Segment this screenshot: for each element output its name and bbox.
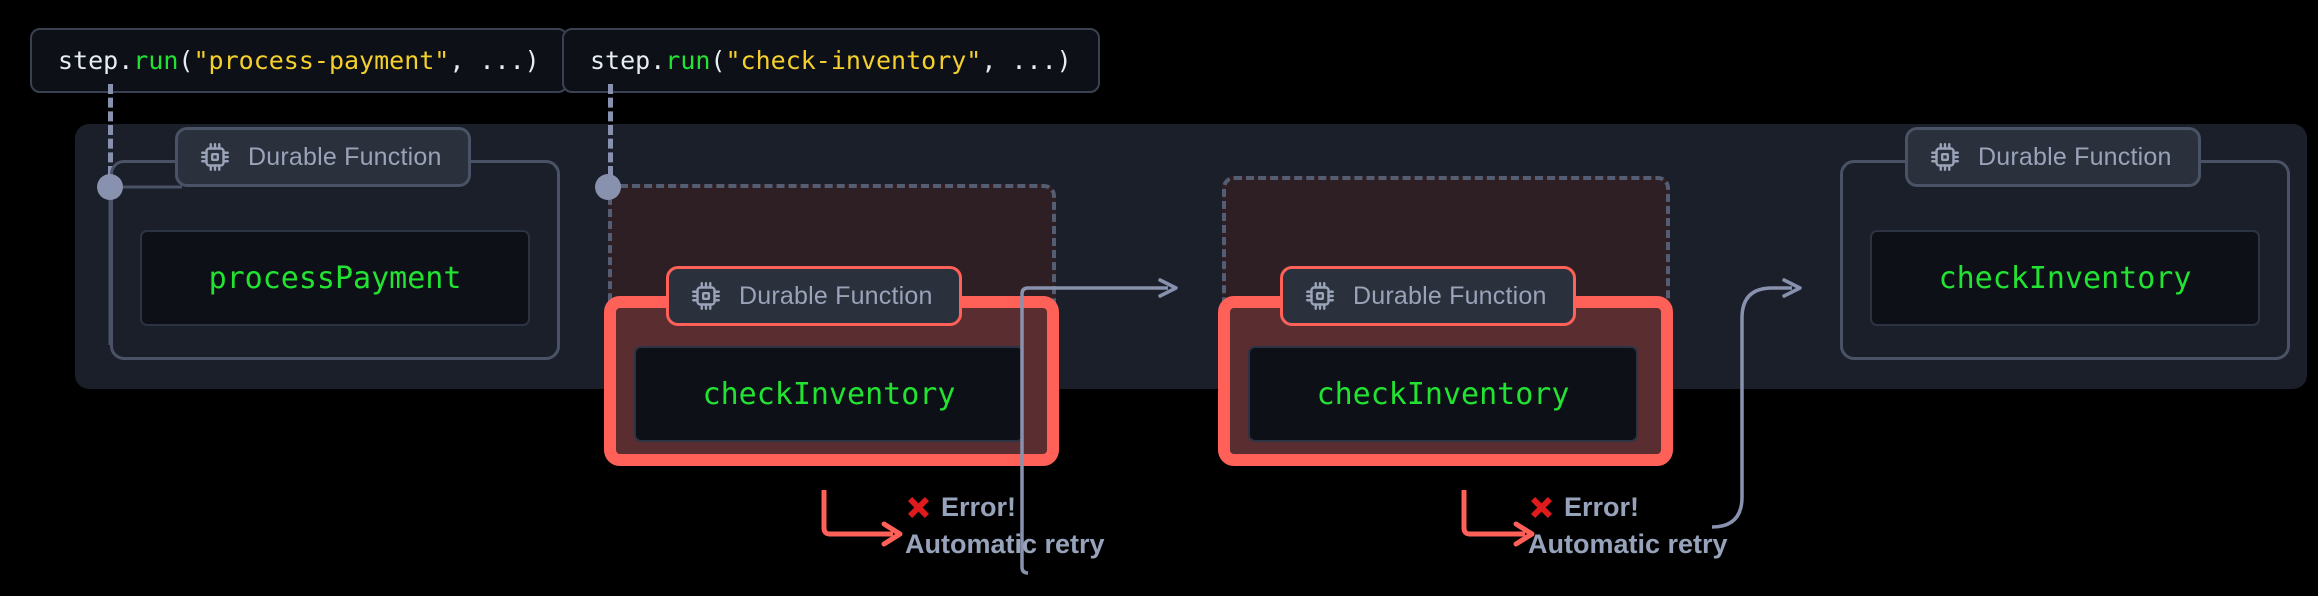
durable-function-tab-label: Durable Function bbox=[248, 142, 442, 171]
error-headline: Error! bbox=[905, 492, 1105, 523]
step-check-inventory-attempt-2[interactable]: Durable Function checkInventory bbox=[1218, 266, 1673, 466]
code-token: ( bbox=[710, 46, 726, 75]
step-check-inventory-success[interactable]: Durable Function checkInventory bbox=[1840, 127, 2290, 360]
code-token: ( bbox=[178, 46, 194, 75]
code-token: "check-inventory" bbox=[725, 46, 982, 75]
chip-icon bbox=[198, 140, 232, 174]
code-token: "process-payment" bbox=[193, 46, 450, 75]
retry-label: Automatic retry bbox=[905, 529, 1105, 559]
code-token: step. bbox=[590, 46, 666, 75]
callout-connector-1 bbox=[108, 84, 113, 176]
function-code-box: processPayment bbox=[140, 230, 530, 326]
error-x-icon bbox=[905, 494, 932, 521]
step-check-inventory-attempt-1[interactable]: Durable Function checkInventory bbox=[604, 266, 1059, 466]
durable-function-tab[interactable]: Durable Function bbox=[1905, 127, 2201, 187]
step-marker-dot-1 bbox=[97, 174, 123, 200]
code-token: run bbox=[133, 46, 179, 75]
function-code-box: checkInventory bbox=[634, 346, 1024, 442]
durable-function-tab[interactable]: Durable Function bbox=[175, 127, 471, 187]
function-code-box: checkInventory bbox=[1870, 230, 2260, 326]
durable-function-tab[interactable]: Durable Function bbox=[666, 266, 962, 326]
code-callout-check-inventory: step.run("check-inventory", ...) bbox=[562, 28, 1100, 93]
error-annotation-1: Error! Automatic retry bbox=[905, 492, 1105, 560]
durable-function-tab-label: Durable Function bbox=[1353, 281, 1547, 310]
function-code-box: checkInventory bbox=[1248, 346, 1638, 442]
function-name: checkInventory bbox=[1938, 260, 2192, 296]
error-arrowhead-1 bbox=[881, 521, 903, 547]
code-token: run bbox=[665, 46, 711, 75]
code-token: , ...) bbox=[981, 46, 1072, 75]
function-name: processPayment bbox=[208, 260, 462, 296]
code-token: step. bbox=[58, 46, 134, 75]
error-elbow-1 bbox=[821, 490, 893, 537]
chip-icon bbox=[1303, 279, 1337, 313]
callout-connector-2 bbox=[608, 84, 613, 176]
chip-icon bbox=[689, 279, 723, 313]
retry-label: Automatic retry bbox=[1528, 529, 1728, 559]
function-name: checkInventory bbox=[702, 376, 956, 412]
error-headline: Error! bbox=[1528, 492, 1728, 523]
durable-function-tab-label: Durable Function bbox=[739, 281, 933, 310]
chip-icon bbox=[1928, 140, 1962, 174]
error-label: Error! bbox=[1564, 492, 1640, 522]
step-process-payment[interactable]: Durable Function processPayment bbox=[110, 127, 560, 360]
code-token: , ...) bbox=[449, 46, 540, 75]
durable-function-tab-label: Durable Function bbox=[1978, 142, 2172, 171]
error-x-icon bbox=[1528, 494, 1555, 521]
durable-function-tab[interactable]: Durable Function bbox=[1280, 266, 1576, 326]
error-elbow-2 bbox=[1461, 490, 1525, 537]
error-annotation-2: Error! Automatic retry bbox=[1528, 492, 1728, 560]
error-label: Error! bbox=[941, 492, 1017, 522]
code-callout-process-payment: step.run("process-payment", ...) bbox=[30, 28, 568, 93]
step-marker-dot-2 bbox=[595, 174, 621, 200]
function-name: checkInventory bbox=[1316, 376, 1570, 412]
